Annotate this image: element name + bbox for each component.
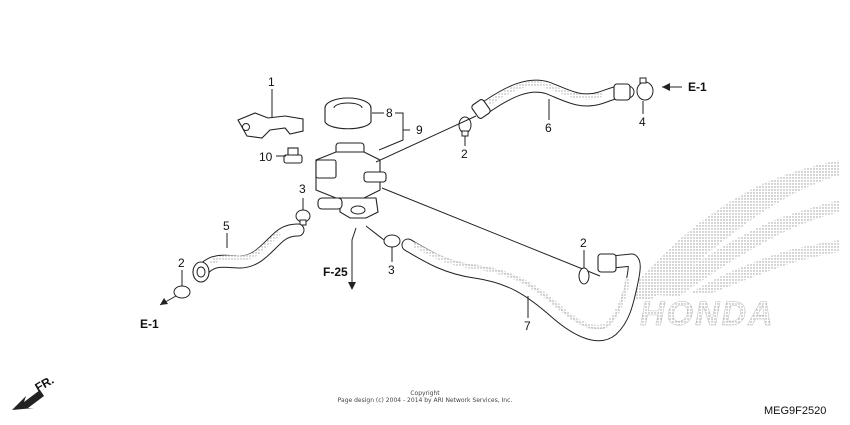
callout-3-lower: 3 — [388, 263, 395, 277]
callout-9: 9 — [416, 123, 423, 137]
clamp-2c — [578, 267, 590, 285]
callout-1: 1 — [268, 75, 275, 89]
clamp-3a — [295, 209, 311, 226]
callout-2-left: 2 — [178, 256, 185, 270]
honda-wing-logo: HONDA — [620, 160, 840, 333]
copyright-line-2: Page design (c) 2004 - 2014 by ARI Netwo… — [338, 397, 513, 404]
clamp-4 — [636, 77, 654, 101]
hose-5 — [192, 223, 305, 283]
front-label: FR. — [33, 373, 57, 395]
ref-e1-top: E-1 — [688, 80, 707, 94]
bracket-part — [237, 112, 304, 139]
hose-6 — [471, 79, 635, 119]
callout-2-upper: 2 — [461, 147, 468, 161]
rubber-mount-part — [324, 97, 372, 130]
callout-5: 5 — [223, 219, 230, 233]
ref-f25: F-25 — [323, 265, 348, 279]
callout-10: 10 — [259, 150, 273, 164]
air-injection-valve — [315, 142, 387, 219]
clamp-2a — [458, 116, 472, 137]
ref-e1-left: E-1 — [140, 317, 159, 331]
callout-4: 4 — [639, 115, 646, 129]
ref-arrow-e1-left — [159, 295, 177, 306]
front-arrow-icon — [12, 390, 44, 410]
callout-6: 6 — [545, 121, 552, 135]
callout-3-upper: 3 — [299, 182, 306, 196]
clamp-2b — [173, 285, 191, 299]
honda-watermark-text: HONDA — [640, 295, 775, 333]
callout-7: 7 — [524, 319, 531, 333]
clamp-3b — [383, 234, 401, 248]
callout-2-right: 2 — [580, 236, 587, 250]
diagram-code: MEG9F2520 — [764, 405, 826, 417]
hose-7 — [401, 238, 641, 342]
callout-8: 8 — [386, 106, 393, 120]
copyright-line-1: Copyright — [410, 390, 440, 397]
ref-arrow-e1-top — [662, 83, 682, 91]
bolt-part — [283, 147, 303, 164]
